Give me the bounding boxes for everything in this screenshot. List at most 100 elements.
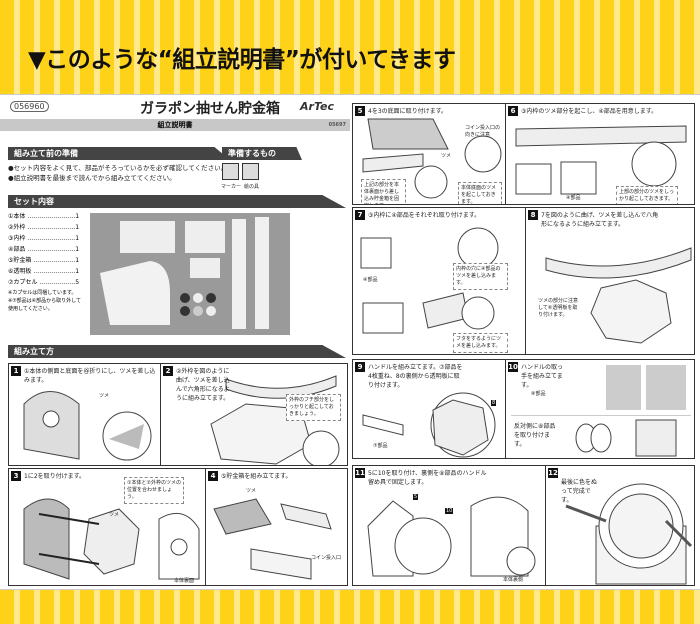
step-number: 6: [508, 106, 518, 116]
step-number: 12: [548, 468, 558, 478]
step-label: 10: [445, 508, 454, 514]
parts-list: ①本体 ……………………1 ②外枠 ……………………1 ③内枠 ………………………: [8, 211, 79, 288]
parts-photo-image: [100, 217, 269, 329]
step-illustration: [367, 496, 536, 577]
step-number: 8: [528, 210, 538, 220]
step-9: 9 ハンドルを組み立てます。⑦部品を4枚重ね、8の裏側から透明板に取り付けます。…: [352, 359, 506, 459]
step-text: ハンドルを組み立てます。⑦部品を4枚重ね、8の裏側から透明板に取り付けます。: [368, 364, 463, 389]
prep-heading: 組み立て前の準備: [8, 147, 230, 160]
instruction-sheet: 056960 ガラポン抽せん貯金箱 ArTec 組立説明書 05697 組み立て前…: [0, 94, 700, 590]
step-illustration: [515, 125, 687, 195]
step-2: 2 ②外枠を図のように曲げ、ツメを差し込んで六角形になるように組み立てます。 外…: [160, 363, 348, 466]
step-number: 4: [208, 471, 218, 481]
step-label: 8: [491, 400, 497, 406]
step-number: 11: [355, 468, 365, 478]
marker-icon: [222, 163, 239, 180]
part-item: ④部品 ……………………1: [8, 246, 80, 253]
step-illustration: [362, 392, 496, 458]
prep-list: ●セット内容をよく見て、部品がそろっているかを必ず確認してください。 ●組立説明…: [8, 163, 227, 183]
step-label: 5: [413, 494, 419, 500]
step-label: ツメ: [441, 153, 452, 159]
product-code: 056960: [10, 101, 49, 112]
tools-heading: 準備するもの: [222, 147, 302, 160]
step-label: コイン投入口の向きに注意: [465, 125, 501, 138]
part-item: ⑥透明板 …………………1: [8, 268, 80, 275]
step-note: 本体底面のツメを起こしておきます。: [458, 182, 502, 204]
step-label: ツメ: [246, 488, 257, 494]
step-label: 本体裏側: [503, 577, 524, 583]
step-label: ⑦部品: [373, 443, 388, 449]
brand-logo: ArTec: [300, 100, 335, 113]
step-illustration: [23, 498, 200, 580]
part-item: ③内枠 ……………………1: [8, 235, 80, 242]
step-number: 2: [163, 366, 173, 376]
step-label: ④部品: [363, 277, 378, 283]
tool-label: 絵の具: [244, 184, 260, 190]
step-illustration: [575, 365, 686, 457]
step-text: ⑤貯金箱を組み立てます。: [221, 473, 292, 480]
step-text: 5に10を取り付け、裏側を⑧部品のハンドル留め具で固定します。: [368, 470, 487, 486]
step-text: ハンドルの取っ手を組み立てます。: [521, 364, 564, 389]
divider: [511, 415, 691, 416]
step-3: 3 1に2を取り付けます。 ①本体と②外枠のツメの位置を合わせましょう。 ツメ …: [8, 468, 206, 586]
step-label: ④部品: [566, 195, 581, 201]
step-text: ②外枠を図のように曲げ、ツメを差し込んで六角形になるように組み立てます。: [176, 368, 230, 402]
step-note: 上部の部分のツメをしっかり起こしておきます。: [616, 186, 678, 204]
subtitle-bar: 組立説明書 05697: [0, 119, 350, 131]
prep-line: ●組立説明書を最後まで読んでから組み立ててください。: [8, 174, 176, 182]
part-item: ①本体 ……………………1: [8, 213, 80, 220]
step-10: 10 ハンドルの取っ手を組み立てます。 ⑧部品 反対側に⑧部品を取り付けます。: [505, 359, 695, 459]
step-label: コイン投入口: [311, 555, 342, 561]
step-illustration: [362, 118, 502, 199]
subtitle: 組立説明書: [157, 121, 193, 129]
step-text: 7を図のように曲げ、ツメを差し込んで八角形になるように組み立てます。: [541, 212, 659, 228]
step-text: 1に2を取り付けます。: [24, 473, 86, 480]
step-8: 8 7を図のように曲げ、ツメを差し込んで八角形になるように組み立てます。 ツメの…: [525, 207, 695, 355]
step-illustration: [360, 227, 499, 334]
step-text: ①本体の側面と底面を谷折りにし、ツメを差し込みます。: [24, 368, 156, 384]
step-11: 11 5に10を取り付け、裏側を⑧部品のハンドル留め具で固定します。 5 10 …: [352, 465, 546, 586]
parts-photo: [90, 213, 290, 335]
step-text: ③内枠のツメ部分を起こし、④部品を用意します。: [521, 108, 658, 115]
set-heading: セット内容: [8, 195, 346, 208]
step-label: 本体裏面: [174, 578, 195, 584]
step-1: 1 ①本体の側面と底面を谷折りにし、ツメを差し込みます。 ツメ: [8, 363, 161, 466]
step-note: ①本体と②外枠のツメの位置を合わせましょう。: [124, 477, 184, 504]
note-line: ※カプセルは同梱しています。: [8, 290, 77, 296]
step-label: ツメ: [109, 512, 120, 518]
step-7: 7 ③内枠に④部品をそれぞれ取り付けます。 ④部品 内枠の穴に④部品のツメを差し…: [352, 207, 526, 355]
step-label: ⑧部品: [531, 391, 546, 397]
prep-line: ●セット内容をよく見て、部品がそろっているかを必ず確認してください。: [8, 164, 228, 172]
step-number: 9: [355, 362, 365, 372]
step-5: 5 4を3の底面に取り付けます。 コイン投入口の向きに注意 ツメ 上記の部分を本…: [352, 103, 506, 205]
step-number: 1: [11, 366, 21, 376]
howto-heading: 組み立て方: [8, 345, 346, 358]
paint-icon: [242, 163, 259, 180]
banner-heading: ▼このような“組立説明書”が付いてきます: [28, 47, 456, 73]
part-item: ⑤貯金箱 …………………1: [8, 257, 80, 264]
step-note: フタをするようにツメを差し込みます。: [453, 333, 508, 353]
note-line: ※⑦部品は④部品から取り外して: [8, 298, 82, 304]
step-illustration: [23, 391, 152, 461]
step-text: 最後に色をぬって完成です。: [561, 479, 598, 504]
note-line: 使用してください。: [8, 306, 53, 312]
step-number: 5: [355, 106, 365, 116]
step-number: 10: [508, 362, 518, 372]
part-item: ②外枠 ……………………1: [8, 224, 80, 231]
step-note: 外枠のフチ部分をしっかりと起こしておきましょう。: [286, 394, 341, 421]
parts-notes: ※カプセルは同梱しています。 ※⑦部品は④部品から取り外して 使用してください。: [8, 289, 81, 313]
step-illustration: [545, 247, 692, 344]
step-label: ツメ: [99, 393, 110, 399]
step-number: 3: [11, 471, 21, 481]
product-title: ガラポン抽せん貯金箱: [140, 101, 280, 117]
step-illustration: [565, 483, 693, 585]
step-4: 4 ⑤貯金箱を組み立てます。 ツメ コイン投入口: [205, 468, 348, 586]
sub-code: 05697: [328, 122, 346, 128]
step-number: 7: [355, 210, 365, 220]
step-12: 12 最後に色をぬって完成です。: [545, 465, 695, 586]
step-text: 反対側に⑧部品を取り付けます。: [514, 423, 556, 448]
step-note: 上記の部分を本体裏面から差し込み貯金箱を固定します。: [361, 179, 406, 204]
part-item: ⑦カプセル ………………5: [8, 279, 80, 286]
step-note: 内枠の穴に④部品のツメを差し込みます。: [453, 263, 508, 290]
step-6: 6 ③内枠のツメ部分を起こし、④部品を用意します。 ④部品 上部の部分のツメをし…: [505, 103, 695, 205]
